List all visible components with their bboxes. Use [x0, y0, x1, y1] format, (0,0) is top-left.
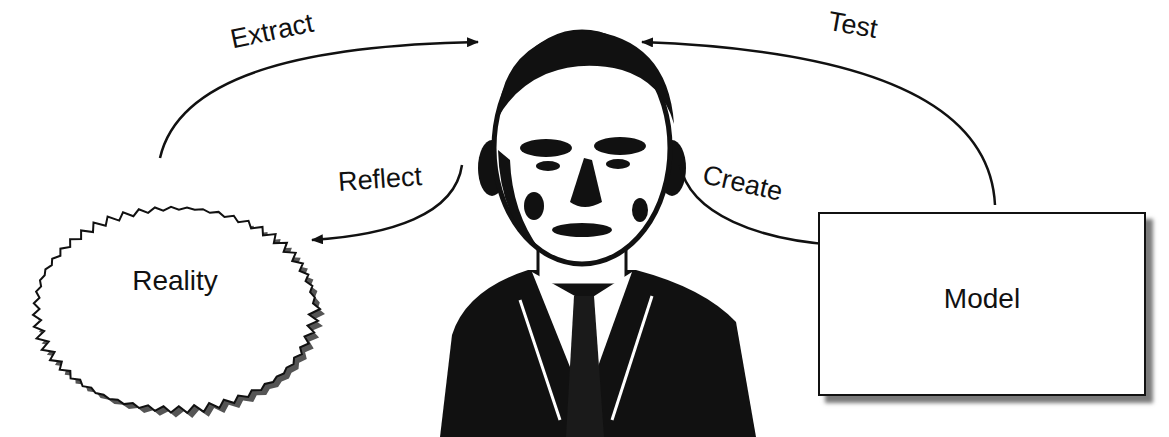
cloud-outline	[22, 196, 328, 422]
eyebrow	[594, 137, 646, 155]
test-arrow	[642, 42, 995, 205]
hair	[498, 30, 674, 124]
extract-label: Extract	[226, 7, 319, 56]
test-label: Test	[824, 6, 882, 46]
lapel-line	[612, 296, 652, 420]
node-label: Reality	[132, 265, 218, 297]
cloud-border	[33, 207, 320, 413]
extract-arrow	[160, 42, 478, 158]
mouth	[552, 223, 612, 237]
suit	[440, 270, 756, 437]
portrait	[440, 30, 756, 437]
eye	[536, 161, 560, 171]
nose-shadow	[570, 158, 602, 207]
tie	[566, 296, 604, 437]
model-box: Model	[818, 212, 1146, 396]
node-label: Model	[944, 283, 1020, 315]
reflect-label: Reflect	[335, 161, 425, 198]
reality-cloud: Reality	[22, 196, 328, 422]
eye	[606, 159, 630, 169]
cheek-shadow	[632, 198, 648, 222]
lapel-line	[520, 300, 560, 420]
cheek-shadow	[524, 192, 544, 220]
create-label: Create	[698, 159, 788, 208]
eyebrow	[520, 139, 572, 157]
